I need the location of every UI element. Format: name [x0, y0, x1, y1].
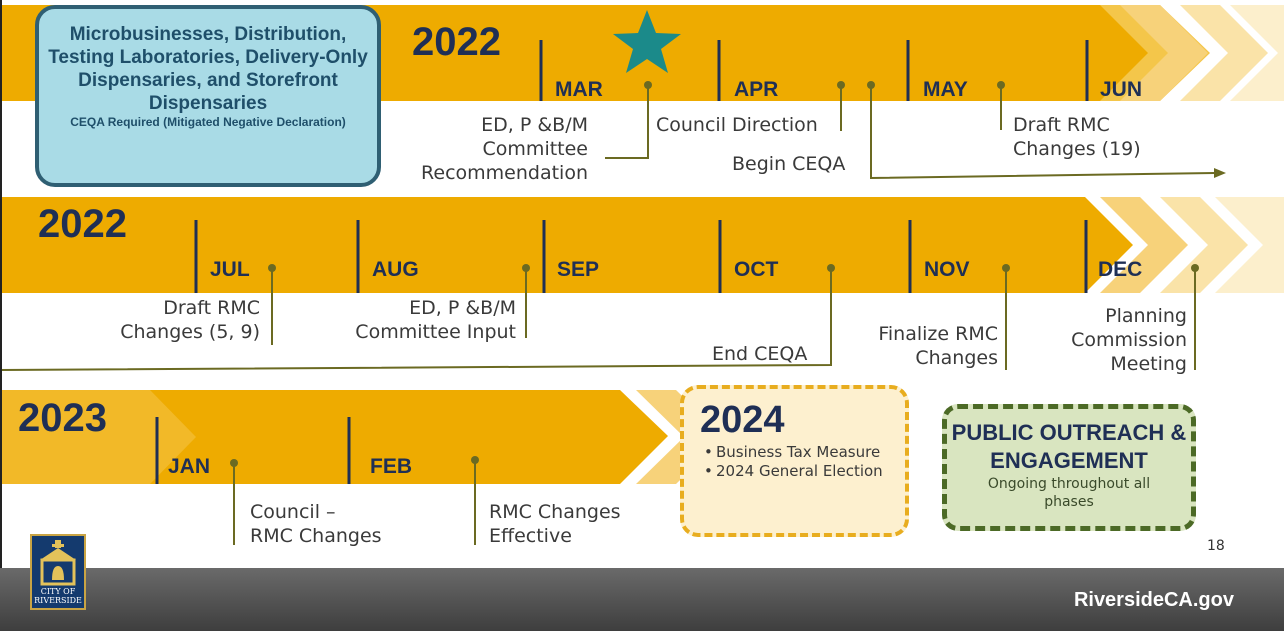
event-line: Commission: [1071, 329, 1187, 351]
month-feb: FEB: [370, 455, 412, 478]
band-row3: [0, 390, 724, 484]
event-line: Finalize RMC: [878, 323, 998, 345]
footer-url[interactable]: RiversideCA.gov: [1073, 589, 1234, 611]
future-items: Business Tax Measure 2024 General Electi…: [684, 443, 905, 481]
city-logo: CITY OF RIVERSIDE: [30, 534, 86, 610]
scope-title: Microbusinesses, Distribution, Testing L…: [48, 24, 368, 114]
event-line: Meeting: [1110, 353, 1187, 375]
month-jun: JUN: [1100, 78, 1143, 101]
milestone-star-icon: [613, 10, 681, 73]
event-line: Draft RMC: [163, 297, 260, 319]
event-line: Effective: [489, 525, 572, 547]
event-line: Draft RMC: [1013, 114, 1110, 136]
year-label-row2: 2022: [38, 202, 127, 246]
event-line: Recommendation: [421, 162, 588, 184]
event-line: Changes: [915, 347, 998, 369]
event-end-ceqa: End CEQA: [712, 343, 808, 365]
event-line: Council –: [250, 501, 336, 523]
month-oct: OCT: [734, 258, 779, 281]
event-draft-rmc-59: Draft RMC Changes (5, 9): [110, 296, 260, 344]
event-line: Committee Input: [355, 321, 516, 343]
event-line: Changes (19): [1013, 138, 1141, 160]
event-line: ED, P &B/M: [409, 297, 516, 319]
event-edpbm-recommendation: ED, P &B/M Committee Recommendation: [398, 113, 588, 185]
event-line: ED, P &B/M: [481, 114, 588, 136]
month-apr: APR: [734, 78, 779, 101]
event-line: Planning: [1105, 305, 1187, 327]
public-outreach-title: PUBLIC OUTREACH & ENGAGEMENT: [951, 420, 1187, 473]
bell-tower-icon: [40, 540, 76, 586]
leader-dots: [230, 81, 1199, 467]
future-2024-box: 2024 Business Tax Measure 2024 General E…: [680, 385, 909, 537]
leader-lines: [0, 85, 1216, 545]
scope-box: Microbusinesses, Distribution, Testing L…: [35, 5, 381, 187]
logo-text: CITY OF RIVERSIDE: [34, 587, 82, 605]
event-council-rmc: Council – RMC Changes: [250, 500, 382, 548]
footer-bar: RiversideCA.gov: [0, 568, 1284, 631]
page-number: 18: [1207, 538, 1225, 554]
public-outreach-box: PUBLIC OUTREACH & ENGAGEMENT Ongoing thr…: [942, 404, 1196, 531]
month-jul: JUL: [210, 258, 250, 281]
event-line: Committee: [482, 138, 588, 160]
future-item: Business Tax Measure: [704, 443, 905, 462]
month-mar: MAR: [555, 78, 603, 101]
band-row2: [0, 197, 1284, 293]
public-outreach-subtitle: Ongoing throughout all phases: [987, 476, 1151, 510]
event-draft-rmc-19: Draft RMC Changes (19): [1013, 113, 1141, 161]
month-jan: JAN: [168, 455, 211, 478]
event-finalize-rmc: Finalize RMC Changes: [858, 322, 998, 370]
future-item: 2024 General Election: [704, 462, 905, 481]
year-label-row1: 2022: [412, 20, 501, 64]
scope-subtitle: CEQA Required (Mitigated Negative Declar…: [70, 115, 346, 129]
begin-ceqa-arrowhead: [1214, 168, 1226, 178]
month-ticks: [155, 40, 1089, 484]
month-aug: AUG: [372, 258, 419, 281]
event-begin-ceqa: Begin CEQA: [732, 153, 846, 175]
event-council-direction: Council Direction: [656, 114, 818, 136]
event-line: Changes (5, 9): [120, 321, 260, 343]
event-edpbm-input: ED, P &B/M Committee Input: [330, 296, 516, 344]
event-rmc-effective: RMC Changes Effective: [489, 500, 621, 548]
month-nov: NOV: [924, 258, 970, 281]
future-year: 2024: [700, 399, 785, 441]
year-label-row3: 2023: [18, 396, 107, 440]
event-line: RMC Changes: [489, 501, 621, 523]
event-planning-commission: Planning Commission Meeting: [1060, 304, 1187, 376]
month-dec: DEC: [1098, 258, 1143, 281]
event-line: RMC Changes: [250, 525, 382, 547]
month-sep: SEP: [557, 258, 600, 281]
month-may: MAY: [923, 78, 968, 101]
